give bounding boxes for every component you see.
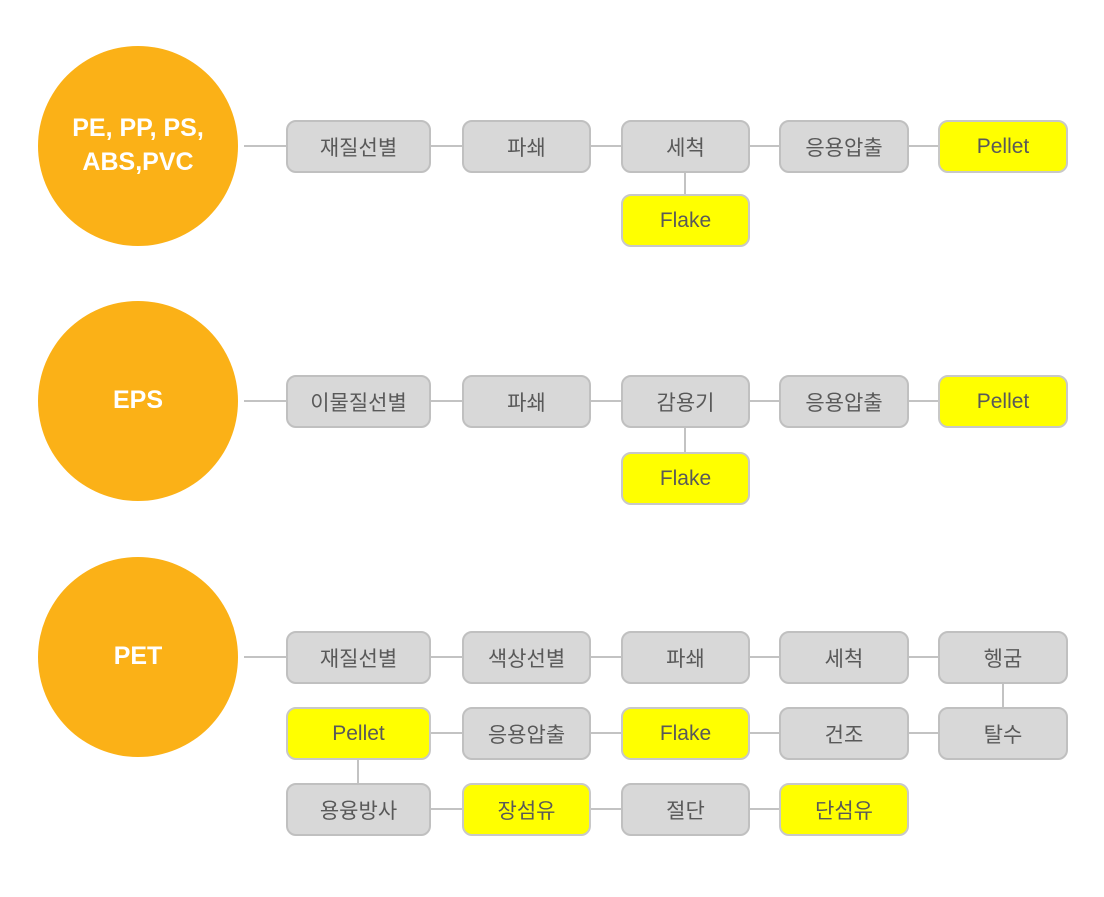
- step-rinsing: 헹굼: [938, 631, 1068, 684]
- step-crushing: 파쇄: [462, 375, 591, 428]
- step-extrusion: 응용압출: [462, 707, 591, 760]
- step-volume-reducer: 감용기: [621, 375, 750, 428]
- connector-vertical-branch: [1002, 684, 1004, 707]
- connector-horizontal: [431, 145, 462, 147]
- connector-horizontal: [909, 145, 938, 147]
- output-short-fiber: 단섬유: [779, 783, 909, 836]
- step-material-sorting: 재질선별: [286, 631, 431, 684]
- connector-circle-to-step: [244, 400, 286, 402]
- connector-horizontal: [750, 808, 779, 810]
- step-cutting: 절단: [621, 783, 750, 836]
- step-washing: 세척: [621, 120, 750, 173]
- step-drying: 건조: [779, 707, 909, 760]
- step-washing: 세척: [779, 631, 909, 684]
- connector-horizontal: [591, 808, 621, 810]
- connector-horizontal: [431, 808, 462, 810]
- connector-horizontal: [750, 400, 779, 402]
- connector-horizontal: [591, 145, 621, 147]
- step-foreign-matter-sorting: 이물질선별: [286, 375, 431, 428]
- material-circle-pet: PET: [38, 557, 238, 757]
- step-material-sorting: 재질선별: [286, 120, 431, 173]
- output-pellet: Pellet: [938, 375, 1068, 428]
- step-crushing: 파쇄: [462, 120, 591, 173]
- output-pellet: Pellet: [286, 707, 431, 760]
- connector-horizontal: [909, 732, 938, 734]
- connector-vertical-branch: [684, 173, 686, 194]
- connector-horizontal: [591, 400, 621, 402]
- connector-vertical-branch: [684, 428, 686, 452]
- output-flake: Flake: [621, 452, 750, 505]
- connector-circle-to-step: [244, 145, 286, 147]
- connector-circle-to-step: [244, 656, 286, 658]
- step-color-sorting: 색상선별: [462, 631, 591, 684]
- material-label-line1: PE, PP, PS,: [72, 114, 204, 143]
- step-dewatering: 탈수: [938, 707, 1068, 760]
- connector-horizontal: [591, 732, 621, 734]
- material-label-line1: PET: [113, 642, 163, 671]
- connector-horizontal: [750, 656, 779, 658]
- output-flake: Flake: [621, 194, 750, 247]
- connector-horizontal: [750, 732, 779, 734]
- material-label-line1: EPS: [112, 386, 164, 415]
- output-pellet: Pellet: [938, 120, 1068, 173]
- connector-horizontal: [909, 400, 938, 402]
- connector-horizontal: [431, 656, 462, 658]
- material-circle-pe-pp-ps-abs-pvc: PE, PP, PS, ABS,PVC: [38, 46, 238, 246]
- connector-vertical-branch: [357, 760, 359, 783]
- connector-horizontal: [591, 656, 621, 658]
- step-crushing: 파쇄: [621, 631, 750, 684]
- connector-horizontal: [750, 145, 779, 147]
- step-extrusion: 응용압출: [779, 375, 909, 428]
- output-long-fiber: 장섬유: [462, 783, 591, 836]
- connector-horizontal: [431, 732, 462, 734]
- connector-horizontal: [909, 656, 938, 658]
- connector-horizontal: [431, 400, 462, 402]
- material-label-line2: ABS,PVC: [82, 148, 194, 176]
- material-circle-eps: EPS: [38, 301, 238, 501]
- output-flake: Flake: [621, 707, 750, 760]
- step-melt-spinning: 용융방사: [286, 783, 431, 836]
- step-extrusion: 응용압출: [779, 120, 909, 173]
